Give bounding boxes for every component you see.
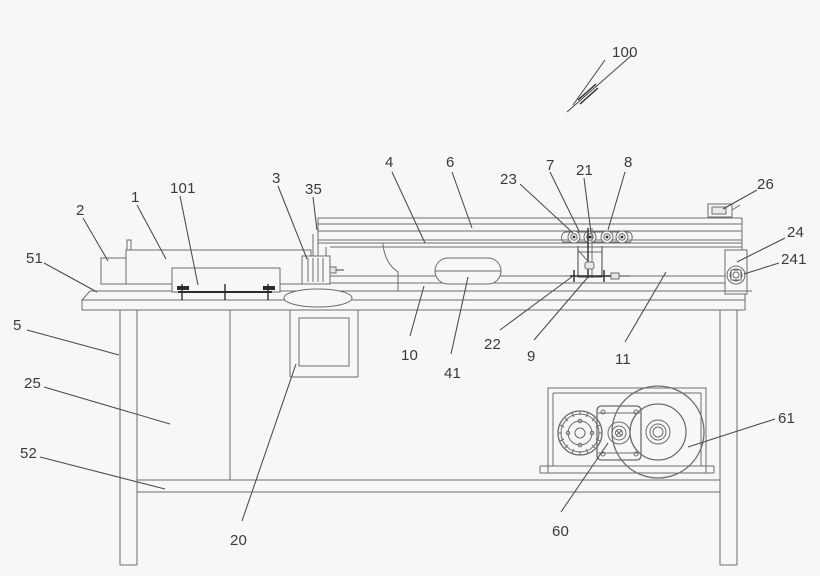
callout-label-101: 101 (170, 180, 196, 197)
callout-label-60: 60 (552, 523, 570, 540)
callout-label-6: 6 (446, 154, 455, 171)
upper-beam-assembly (317, 217, 743, 291)
leader-line-26 (722, 189, 758, 210)
callout-label-61: 61 (778, 410, 796, 427)
leader-line-41 (450, 276, 469, 355)
leader-line-52 (39, 456, 166, 490)
callout-label-51: 51 (26, 250, 44, 267)
callout-label-3: 3 (272, 170, 281, 187)
callout-label-52: 52 (20, 445, 38, 462)
callout-label-41: 41 (444, 365, 462, 382)
leader-line-11 (624, 271, 667, 343)
roller-bearing-second (583, 230, 597, 244)
leader-line-8 (607, 171, 626, 231)
callout-label-5: 5 (13, 317, 22, 334)
callout-label-24: 24 (787, 224, 805, 241)
callout-label-21: 21 (576, 162, 594, 179)
callout-label-10: 10 (401, 347, 419, 364)
leader-line-20 (241, 363, 297, 522)
leader-line-101 (179, 195, 199, 286)
callout-label-23: 23 (500, 171, 518, 188)
motor-pulley-enclosure (539, 385, 715, 479)
callout-label-26: 26 (757, 176, 775, 193)
feed-cylinder-assembly (100, 234, 344, 300)
assembly-arrow-icon (566, 54, 633, 113)
leader-line-22 (499, 275, 574, 331)
leader-line-25 (43, 386, 171, 425)
callout-label-7: 7 (546, 157, 555, 174)
leader-line-4 (391, 171, 426, 244)
leader-line-7 (549, 171, 580, 232)
leader-line-10 (409, 285, 425, 337)
callout-label-9: 9 (527, 348, 536, 365)
leader-line-6 (451, 171, 473, 229)
callout-label-20: 20 (230, 532, 248, 549)
callout-label-25: 25 (24, 375, 42, 392)
leader-line-23 (519, 183, 574, 234)
roller-bearing-fourth (615, 230, 629, 244)
roller-bearing-third (600, 230, 614, 244)
leader-line-3 (277, 185, 308, 260)
callout-label-100: 100 (612, 44, 638, 61)
table-frame (80, 290, 746, 566)
leader-line-24 (736, 237, 786, 263)
drive-pulley-wheel (611, 385, 705, 479)
oblong-handle-slot (434, 257, 502, 285)
drive-gear (557, 410, 603, 456)
leader-line-9 (533, 276, 589, 341)
leader-line-35 (312, 196, 318, 231)
post-bearing (726, 265, 746, 285)
leader-line-241 (743, 262, 780, 275)
callout-label-4: 4 (385, 154, 394, 171)
roller-carriage-assembly (561, 228, 633, 282)
leader-line-2 (82, 217, 109, 262)
drive-motor (596, 405, 642, 461)
callout-label-2: 2 (76, 202, 85, 219)
callout-label-241: 241 (781, 251, 807, 268)
leader-line-60 (560, 442, 609, 513)
callout-label-1: 1 (131, 189, 140, 206)
callout-leaders (26, 59, 786, 522)
callout-label-35: 35 (305, 181, 323, 198)
leader-line-51 (43, 262, 98, 293)
leader-line-1 (136, 204, 167, 260)
leader-line-5 (26, 329, 120, 356)
callout-label-22: 22 (484, 336, 502, 353)
callout-label-11: 11 (615, 351, 631, 368)
roller-bearing-first (567, 230, 581, 244)
table-top-ellipse (283, 288, 353, 308)
leader-line-61 (687, 418, 776, 448)
leader-line-100 (572, 59, 606, 106)
leader-line-21 (583, 177, 592, 234)
callout-label-8: 8 (624, 154, 633, 171)
